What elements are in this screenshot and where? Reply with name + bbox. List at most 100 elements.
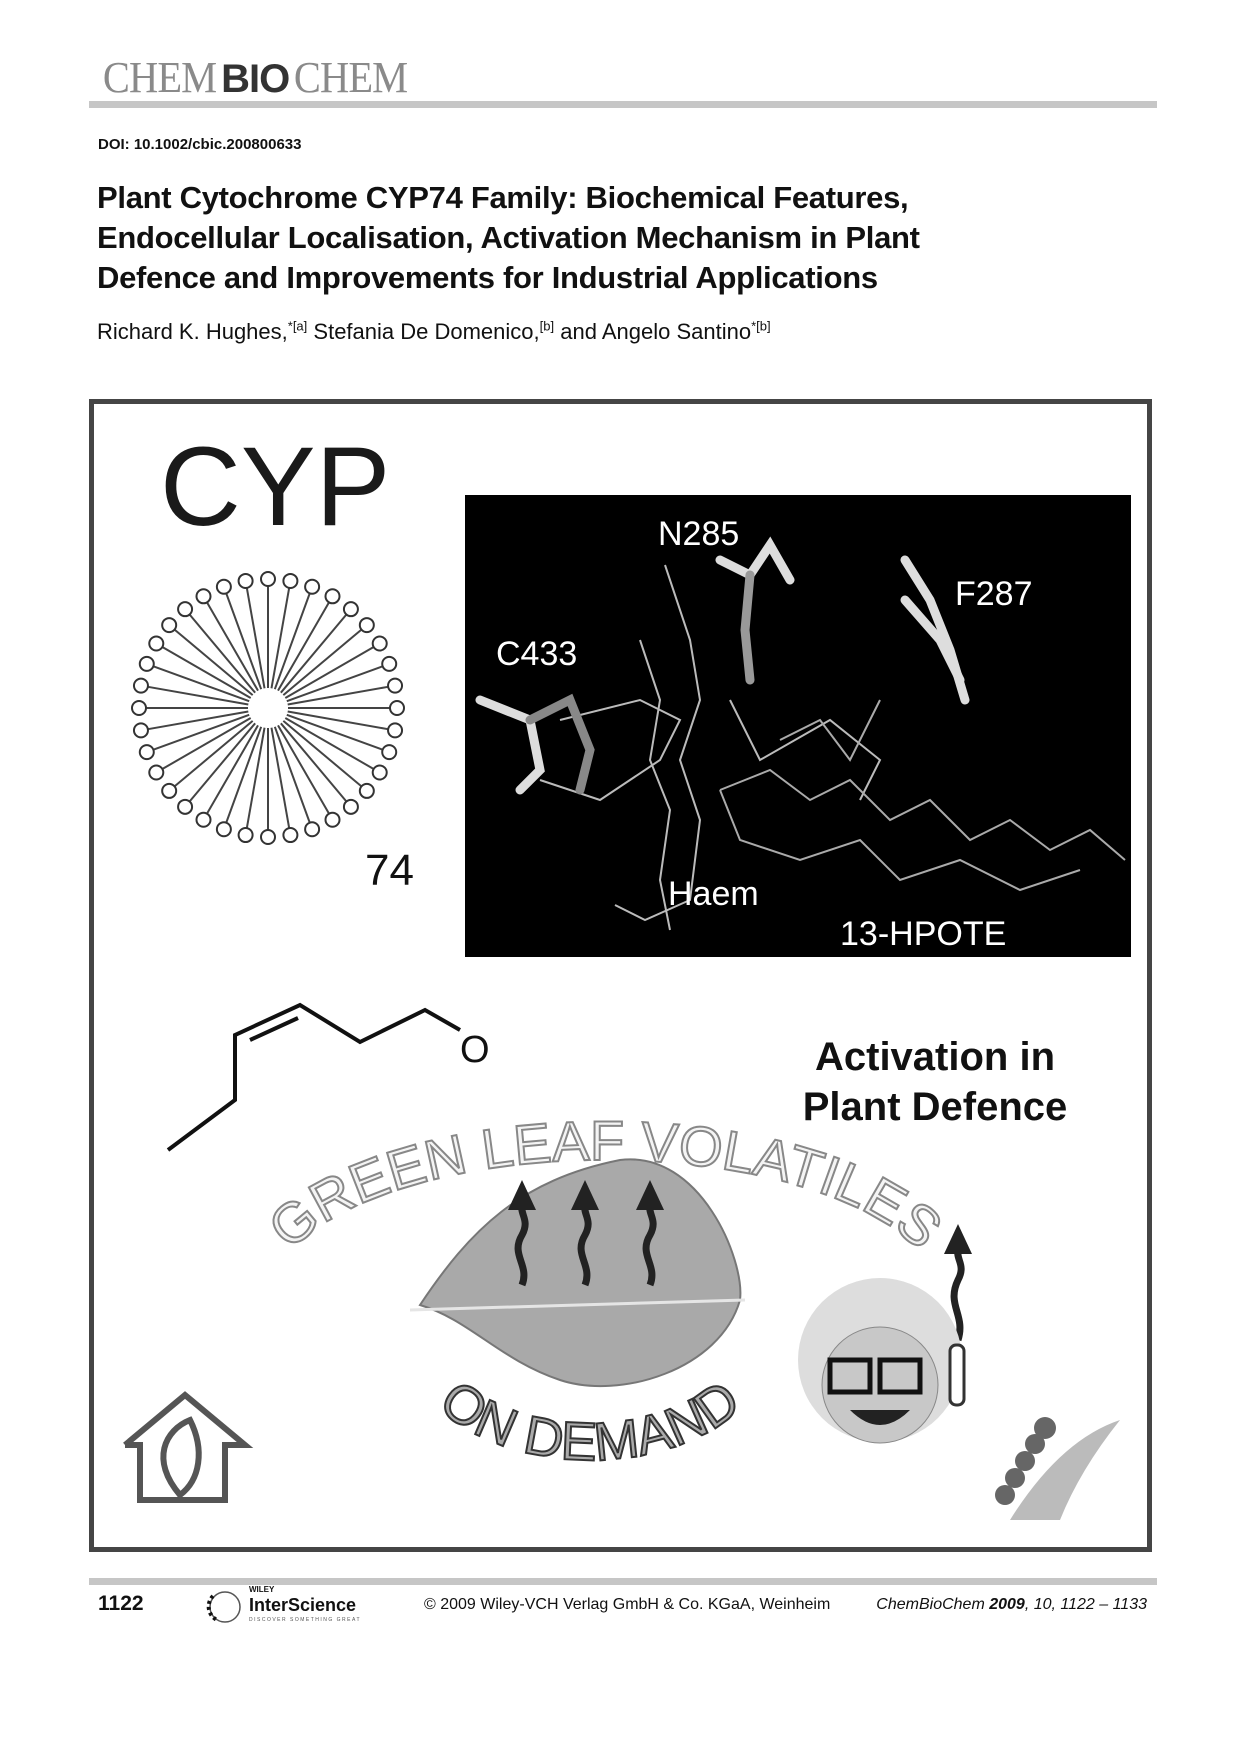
oxygen-atom: O (460, 1029, 490, 1071)
globe-icon (206, 1591, 241, 1623)
lipid-tail (206, 601, 259, 692)
lipid-head (132, 677, 149, 694)
volatile-arrows (514, 1204, 965, 1342)
label-13-hpote: 13-HPOTE (840, 915, 1006, 953)
lipid-head (342, 798, 359, 815)
masthead-bio: BIO (221, 57, 290, 101)
author-affiliation: *[a] (287, 318, 308, 334)
lipid-tail (286, 713, 383, 751)
lipid-head (381, 655, 398, 672)
lipid-tail (225, 593, 263, 690)
molecular-structure-panel (465, 495, 1131, 957)
lipid-head (324, 588, 341, 605)
lipid-tail (287, 710, 389, 731)
author-name: Stefania De Domenico, (313, 319, 540, 344)
lipid-head (358, 782, 375, 799)
label-n285: N285 (658, 515, 739, 553)
masthead-chem-2: CHEM (294, 53, 408, 102)
graphical-abstract: CYP 74 N285 F287 C433 Haem 13- (89, 399, 1152, 1552)
figure-artwork: CYP 74 N285 F287 C433 Haem 13- (123, 424, 1131, 1520)
journal-citation: ChemBioChem 2009, 10, 1122 – 1133 (876, 1596, 1147, 1614)
lipid-head (387, 722, 404, 739)
author-affiliation: *[b] (751, 318, 771, 334)
label-c433: C433 (496, 635, 577, 673)
scientist-smiley-icon (798, 1278, 966, 1444)
lipid-head (177, 601, 194, 618)
journal-name: ChemBioChem (876, 1596, 985, 1613)
title-line: Endocellular Localisation, Activation Me… (97, 220, 920, 255)
lipid-tail (280, 613, 348, 694)
lipid-head (237, 827, 254, 844)
lipid-tail (273, 726, 311, 823)
lipid-tail (153, 665, 250, 703)
lipid-head (215, 578, 232, 595)
lipid-tail (284, 646, 375, 699)
lipid-tail (147, 685, 249, 706)
lipid-head (260, 829, 276, 845)
lipid-tail (225, 726, 263, 823)
lipid-tail (270, 727, 291, 829)
family-number: 74 (365, 846, 414, 895)
haem-wireframe (539, 564, 882, 931)
lipid-tail (245, 727, 266, 829)
activation-caption-line2: Plant Defence (803, 1085, 1068, 1129)
copyright: © 2009 Wiley-VCH Verlag GmbH & Co. KGaA,… (424, 1596, 831, 1613)
footer-rule (89, 1578, 1157, 1585)
lipid-tail (153, 713, 250, 751)
journal-year: 2009 (989, 1596, 1025, 1613)
lipid-head (389, 700, 405, 716)
doi[interactable]: DOI: 10.1002/cbic.200800633 (98, 136, 302, 153)
lipid-head (132, 722, 149, 739)
lipid-head (324, 811, 341, 828)
lipid-tail (287, 685, 389, 706)
header-rule (89, 101, 1157, 108)
author-name: and Angelo Santino (560, 319, 752, 344)
lipid-head (304, 821, 321, 838)
house-leaf-icon (123, 1391, 254, 1503)
lipid-tail (147, 710, 249, 731)
lipid-tail (173, 628, 254, 696)
lipid-tail (188, 722, 256, 803)
lipid-tail (280, 722, 348, 803)
hexenal-structure (166, 1002, 461, 1152)
lipid-head (371, 764, 388, 781)
page-number: 1122 (98, 1592, 144, 1615)
lipid-head (148, 635, 165, 652)
lipid-head (387, 677, 404, 694)
article-title: Plant Cytochrome CYP74 Family: Biochemic… (97, 178, 920, 298)
lipid-tail (277, 601, 330, 692)
arrow-heads (508, 1180, 972, 1254)
residue-sticks (475, 536, 970, 795)
lipid-tail (206, 724, 259, 815)
lipid-head (371, 635, 388, 652)
lipid-head (195, 588, 212, 605)
activation-caption-line1: Activation in (815, 1035, 1055, 1079)
lipid-tail (173, 720, 254, 788)
lipid-tail (286, 665, 383, 703)
lipid-head (282, 572, 299, 589)
lipid-tail (245, 587, 266, 689)
lipid-tail (282, 720, 363, 788)
lipid-head (138, 744, 155, 761)
logo-tagline: DISCOVER SOMETHING GREAT (249, 1617, 362, 1623)
logo-interscience: InterScience (249, 1595, 357, 1615)
lipid-head (138, 655, 155, 672)
label-haem: Haem (668, 875, 759, 913)
lipid-tail (161, 646, 252, 699)
author-name: Richard K. Hughes, (97, 319, 288, 344)
lipid-head (358, 617, 375, 634)
lipid-tail (282, 628, 363, 696)
volume-pages: , 10, 1122 – 1133 (1024, 1596, 1147, 1613)
title-line: Defence and Improvements for Industrial … (97, 260, 878, 295)
cyp-label: CYP (160, 424, 390, 549)
lipid-head (161, 617, 178, 634)
lipid-head (282, 827, 299, 844)
lipid-head (342, 601, 359, 618)
lipid-head (177, 798, 194, 815)
lipid-tail (161, 717, 252, 770)
lipid-head (260, 571, 276, 587)
label-f287: F287 (955, 575, 1033, 613)
wiley-interscience-logo[interactable]: WILEY InterScience DISCOVER SOMETHING GR… (205, 1585, 380, 1626)
lipid-head (215, 821, 232, 838)
lipid-head (195, 811, 212, 828)
